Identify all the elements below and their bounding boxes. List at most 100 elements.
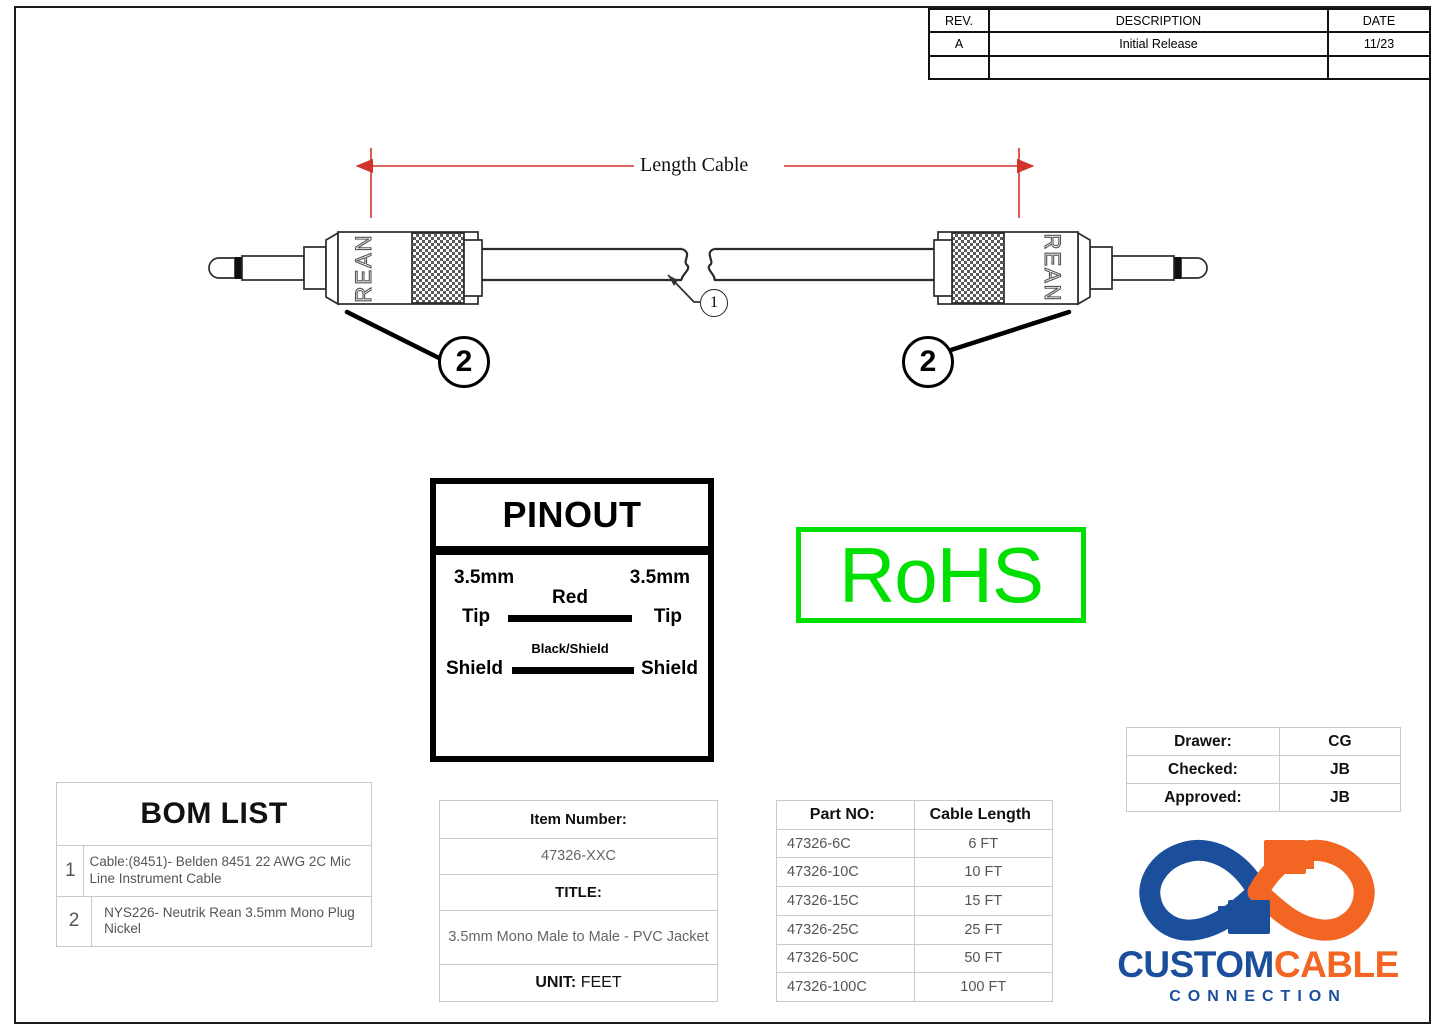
revision-row-empty [930, 56, 1429, 78]
pinout-row-0-wire-label: Red [552, 587, 588, 608]
table-row: 47326-50C 50 FT [777, 944, 1052, 974]
connector-left [208, 231, 483, 306]
part-number-table: Part NO: Cable Length 47326-6C 6 FT 4732… [776, 800, 1053, 1002]
unit-cell: UNIT: FEET [440, 965, 717, 1001]
part-table-row-3-length: 25 FT [964, 921, 1003, 938]
logo-word-custom: CUSTOM [1117, 944, 1274, 985]
table-row: 47326-15C 15 FT [777, 887, 1052, 916]
revision-cell-description: Initial Release [990, 33, 1329, 55]
approvals-drawer-label: Drawer: [1127, 728, 1280, 755]
part-table-row-5-length: 100 FT [960, 979, 1007, 996]
part-table-row-2-length: 15 FT [964, 893, 1003, 910]
blue-connector-icon [1218, 900, 1270, 934]
approvals-checked-label: Checked: [1127, 756, 1280, 783]
part-table-row-2-part-no: 47326-15C [777, 887, 915, 915]
revision-cell-rev: A [930, 33, 990, 55]
approvals-row-approved: Approved: JB [1127, 784, 1400, 811]
part-table-row-0-part-no: 47326-6C [777, 829, 915, 858]
revision-header-rev: REV. [930, 10, 990, 32]
item-number-label-row: Item Number: [440, 801, 717, 839]
pinout-body: 3.5mm 3.5mm Tip Red Tip Shield Black/Shi… [436, 555, 708, 756]
pinout-left-connector-type: 3.5mm [454, 567, 515, 588]
approvals-row-checked: Checked: JB [1127, 756, 1400, 784]
logo-wordmark: CUSTOMCABLE [1088, 946, 1428, 983]
unit-row: UNIT: FEET [440, 965, 717, 1001]
title-value: 3.5mm Mono Male to Male - PVC Jacket [448, 929, 709, 946]
pinout-box: PINOUT 3.5mm 3.5mm Tip Red Tip Shield Bl… [430, 478, 714, 762]
approvals-table: Drawer: CG Checked: JB Approved: JB [1126, 727, 1401, 812]
pinout-row-0-right: Tip [653, 606, 682, 627]
revision-header-row: REV. DESCRIPTION DATE [930, 10, 1429, 34]
pinout-row-0-left: Tip [462, 606, 491, 627]
approvals-approved-label: Approved: [1127, 784, 1280, 811]
item-number-value: 47326-XXC [541, 848, 616, 865]
approvals-row-drawer: Drawer: CG [1127, 728, 1400, 756]
table-row: 47326-10C 10 FT [777, 858, 1052, 888]
approvals-drawer-value: CG [1328, 732, 1352, 750]
part-table-header-length: Cable Length [929, 805, 1031, 823]
unit-value: FEET [580, 974, 622, 992]
orange-connector-icon [1264, 840, 1314, 874]
title-label-row: TITLE: [440, 875, 717, 911]
part-table-row-0-length: 6 FT [968, 835, 999, 852]
leader-line-cable [667, 274, 700, 303]
bom-row-1-number: 2 [57, 896, 93, 946]
bom-list-title: BOM LIST [57, 783, 371, 846]
logo-word-cable: CABLE [1273, 944, 1399, 985]
infinity-cable-icon [1139, 839, 1375, 941]
table-row: 47326-100C 100 FT [777, 973, 1052, 1002]
revision-cell-rev-empty [930, 56, 990, 78]
rohs-badge: RoHS [796, 527, 1086, 623]
connector-left-brand-text: REAN [351, 233, 376, 302]
pinout-right-connector-type: 3.5mm [629, 567, 690, 588]
bom-row: 2 NYS226- Neutrik Rean 3.5mm Mono Plug N… [57, 896, 371, 946]
sheet-border [14, 6, 1431, 1024]
balloon-connector-left: 2 [438, 336, 490, 388]
bom-row-1-description: NYS226- Neutrik Rean 3.5mm Mono Plug Nic… [104, 904, 355, 937]
item-number-value-row: 47326-XXC [440, 839, 717, 875]
approvals-approved-value: JB [1330, 788, 1350, 806]
revision-cell-date-empty [1329, 57, 1429, 78]
part-table-row-3-part-no: 47326-25C [777, 915, 915, 944]
leader-line-left [344, 309, 442, 361]
table-row: 47326-6C 6 FT [777, 829, 1052, 859]
length-dimension [355, 148, 1035, 218]
pinout-row-0-wire [508, 615, 632, 622]
table-row: 47326-25C 25 FT [777, 915, 1052, 945]
part-table-header-row: Part NO: Cable Length [777, 801, 1052, 830]
pinout-row-1-left: Shield [446, 658, 504, 679]
balloon-connector-right: 2 [902, 336, 954, 388]
part-table-header-part-no: Part NO: [777, 801, 915, 829]
cable-assembly-drawing: REAN REAN Length Cable 2 2 [14, 90, 1431, 470]
connector-right [933, 231, 1208, 306]
revision-cell-description-empty [990, 56, 1329, 78]
revision-table: REV. DESCRIPTION DATE A Initial Release … [928, 8, 1431, 80]
revision-header-description: DESCRIPTION [990, 10, 1329, 32]
title-label: TITLE: [555, 883, 602, 901]
revision-header-date: DATE [1362, 13, 1396, 28]
revision-cell-date: 11/23 [1363, 36, 1395, 51]
pinout-row-1-right: Shield [640, 658, 698, 679]
pinout-row-1-wire [512, 667, 634, 674]
part-table-row-4-length: 50 FT [964, 950, 1003, 967]
logo-tagline: CONNECTION [1169, 988, 1347, 1005]
approvals-checked-value: JB [1330, 760, 1350, 778]
item-number-label: Item Number: [530, 810, 627, 828]
rohs-label: RoHS [838, 531, 1044, 619]
unit-label: UNIT: [535, 974, 577, 992]
company-logo: CUSTOMCABLE CONNECTION [1088, 838, 1428, 1008]
cable-jacket [469, 247, 934, 282]
part-table-row-4-part-no: 47326-50C [777, 944, 915, 973]
balloon-cable: 1 [700, 289, 728, 317]
part-table-row-5-part-no: 47326-100C [777, 973, 915, 1002]
bom-row-0-number: 1 [57, 846, 85, 896]
pinout-row-1-wire-label: Black/Shield [531, 641, 609, 656]
bom-row: 1 Cable:(8451)- Belden 8451 22 AWG 2C Mi… [57, 846, 371, 897]
bom-list-table: BOM LIST 1 Cable:(8451)- Belden 8451 22 … [56, 782, 372, 947]
part-table-row-1-part-no: 47326-10C [777, 858, 915, 887]
part-table-row-1-length: 10 FT [964, 864, 1003, 881]
bom-row-0-description: Cable:(8451)- Belden 8451 22 AWG 2C Mic … [89, 854, 351, 886]
leader-arrow-cable [668, 275, 678, 286]
revision-row: A Initial Release 11/23 [930, 33, 1429, 57]
